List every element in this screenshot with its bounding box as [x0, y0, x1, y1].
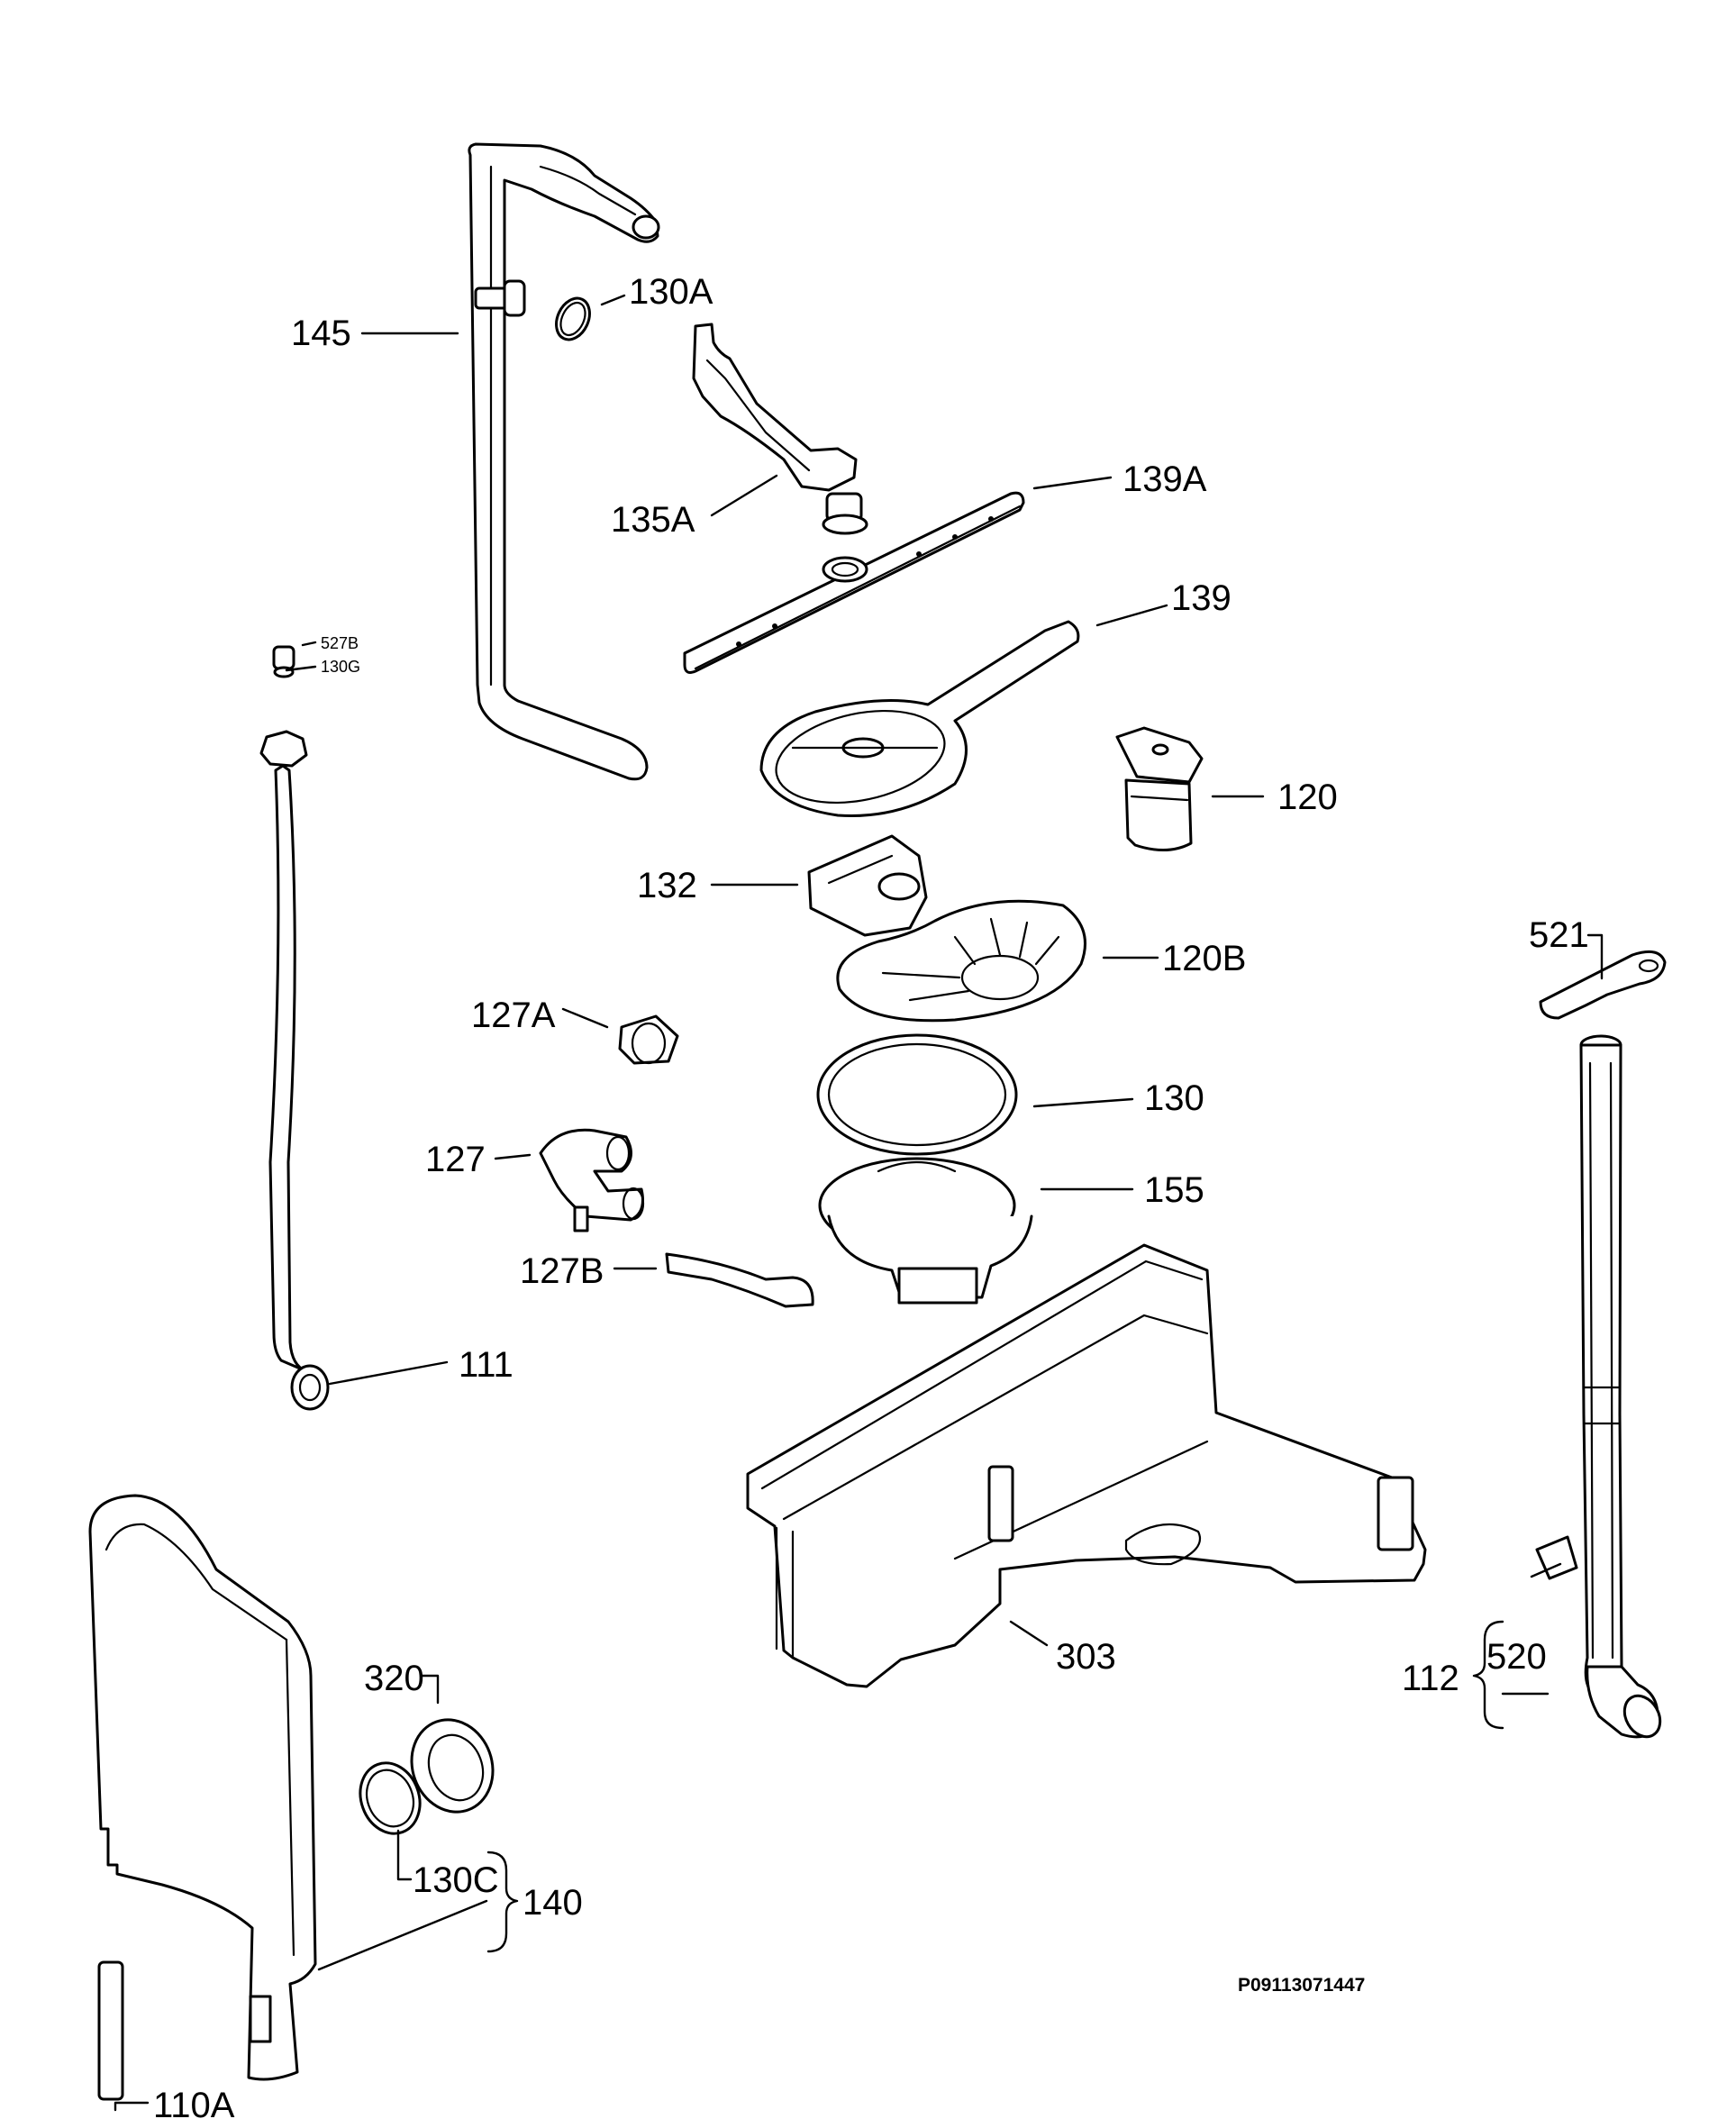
part-145-supply-pipe[interactable] — [468, 142, 660, 781]
part-520-clamp[interactable] — [1535, 1535, 1578, 1580]
callout-521: 521 — [1529, 915, 1589, 955]
callout-120: 120 — [1277, 778, 1338, 817]
part-527B-plug[interactable] — [272, 645, 295, 678]
callout-127B: 127B — [520, 1251, 604, 1291]
part-155-sump[interactable] — [818, 1157, 1033, 1305]
part-130A-o-ring[interactable] — [550, 293, 595, 345]
callout-127: 127 — [425, 1140, 486, 1179]
callout-130: 130 — [1144, 1078, 1204, 1118]
part-521-hose-holder[interactable] — [1539, 950, 1667, 1020]
part-130C-o-ring[interactable] — [350, 1754, 430, 1842]
part-303-base[interactable] — [746, 1243, 1427, 1688]
part-127-elbow[interactable] — [539, 1128, 645, 1232]
part-320-seal[interactable] — [399, 1708, 505, 1823]
callout-139: 139 — [1171, 578, 1232, 618]
callout-130C: 130C — [413, 1860, 499, 1900]
part-139A-upper-spray-arm[interactable] — [683, 491, 1025, 674]
callout-labels: 145 130A 135A 139A 139 527B 130G 120 132… — [153, 272, 1589, 2125]
callout-145: 145 — [291, 314, 351, 353]
part-110A-side-panel[interactable] — [88, 1494, 317, 2101]
callout-527B: 527B — [321, 634, 359, 652]
part-111-inlet-hose[interactable] — [259, 730, 330, 1411]
callout-520: 520 — [1486, 1637, 1547, 1677]
part-127B-hose[interactable] — [665, 1252, 814, 1308]
part-127A-connector[interactable] — [618, 1014, 679, 1065]
grouping-braces — [486, 1620, 1550, 1953]
callout-127A: 127A — [471, 996, 556, 1035]
part-135A-spray-arm-support[interactable] — [692, 323, 868, 535]
part-120B-microfilter[interactable] — [836, 899, 1086, 1023]
callout-111: 111 — [459, 1345, 514, 1385]
callout-120B: 120B — [1162, 939, 1246, 978]
callout-139A: 139A — [1122, 459, 1207, 499]
part-132-guide[interactable] — [807, 834, 928, 937]
callout-112: 112 — [1402, 1659, 1459, 1698]
callout-130G: 130G — [321, 658, 360, 676]
callout-132: 132 — [637, 866, 697, 905]
part-130-seal-ring[interactable] — [816, 1033, 1018, 1156]
leader-lines — [114, 294, 1604, 2112]
callout-155: 155 — [1144, 1170, 1204, 1210]
part-112-drain-hose[interactable] — [1579, 1034, 1668, 1743]
callout-303: 303 — [1056, 1637, 1116, 1677]
drawing-code: P09113071447 — [1238, 1975, 1365, 1996]
callout-130A: 130A — [629, 272, 713, 312]
callout-140: 140 — [523, 1883, 583, 1923]
part-120-filter[interactable] — [1115, 726, 1204, 852]
callout-110A: 110A — [153, 2086, 235, 2125]
part-139-lower-spray-arm[interactable] — [759, 620, 1080, 818]
callout-135A: 135A — [611, 500, 695, 540]
callout-320: 320 — [364, 1659, 424, 1698]
